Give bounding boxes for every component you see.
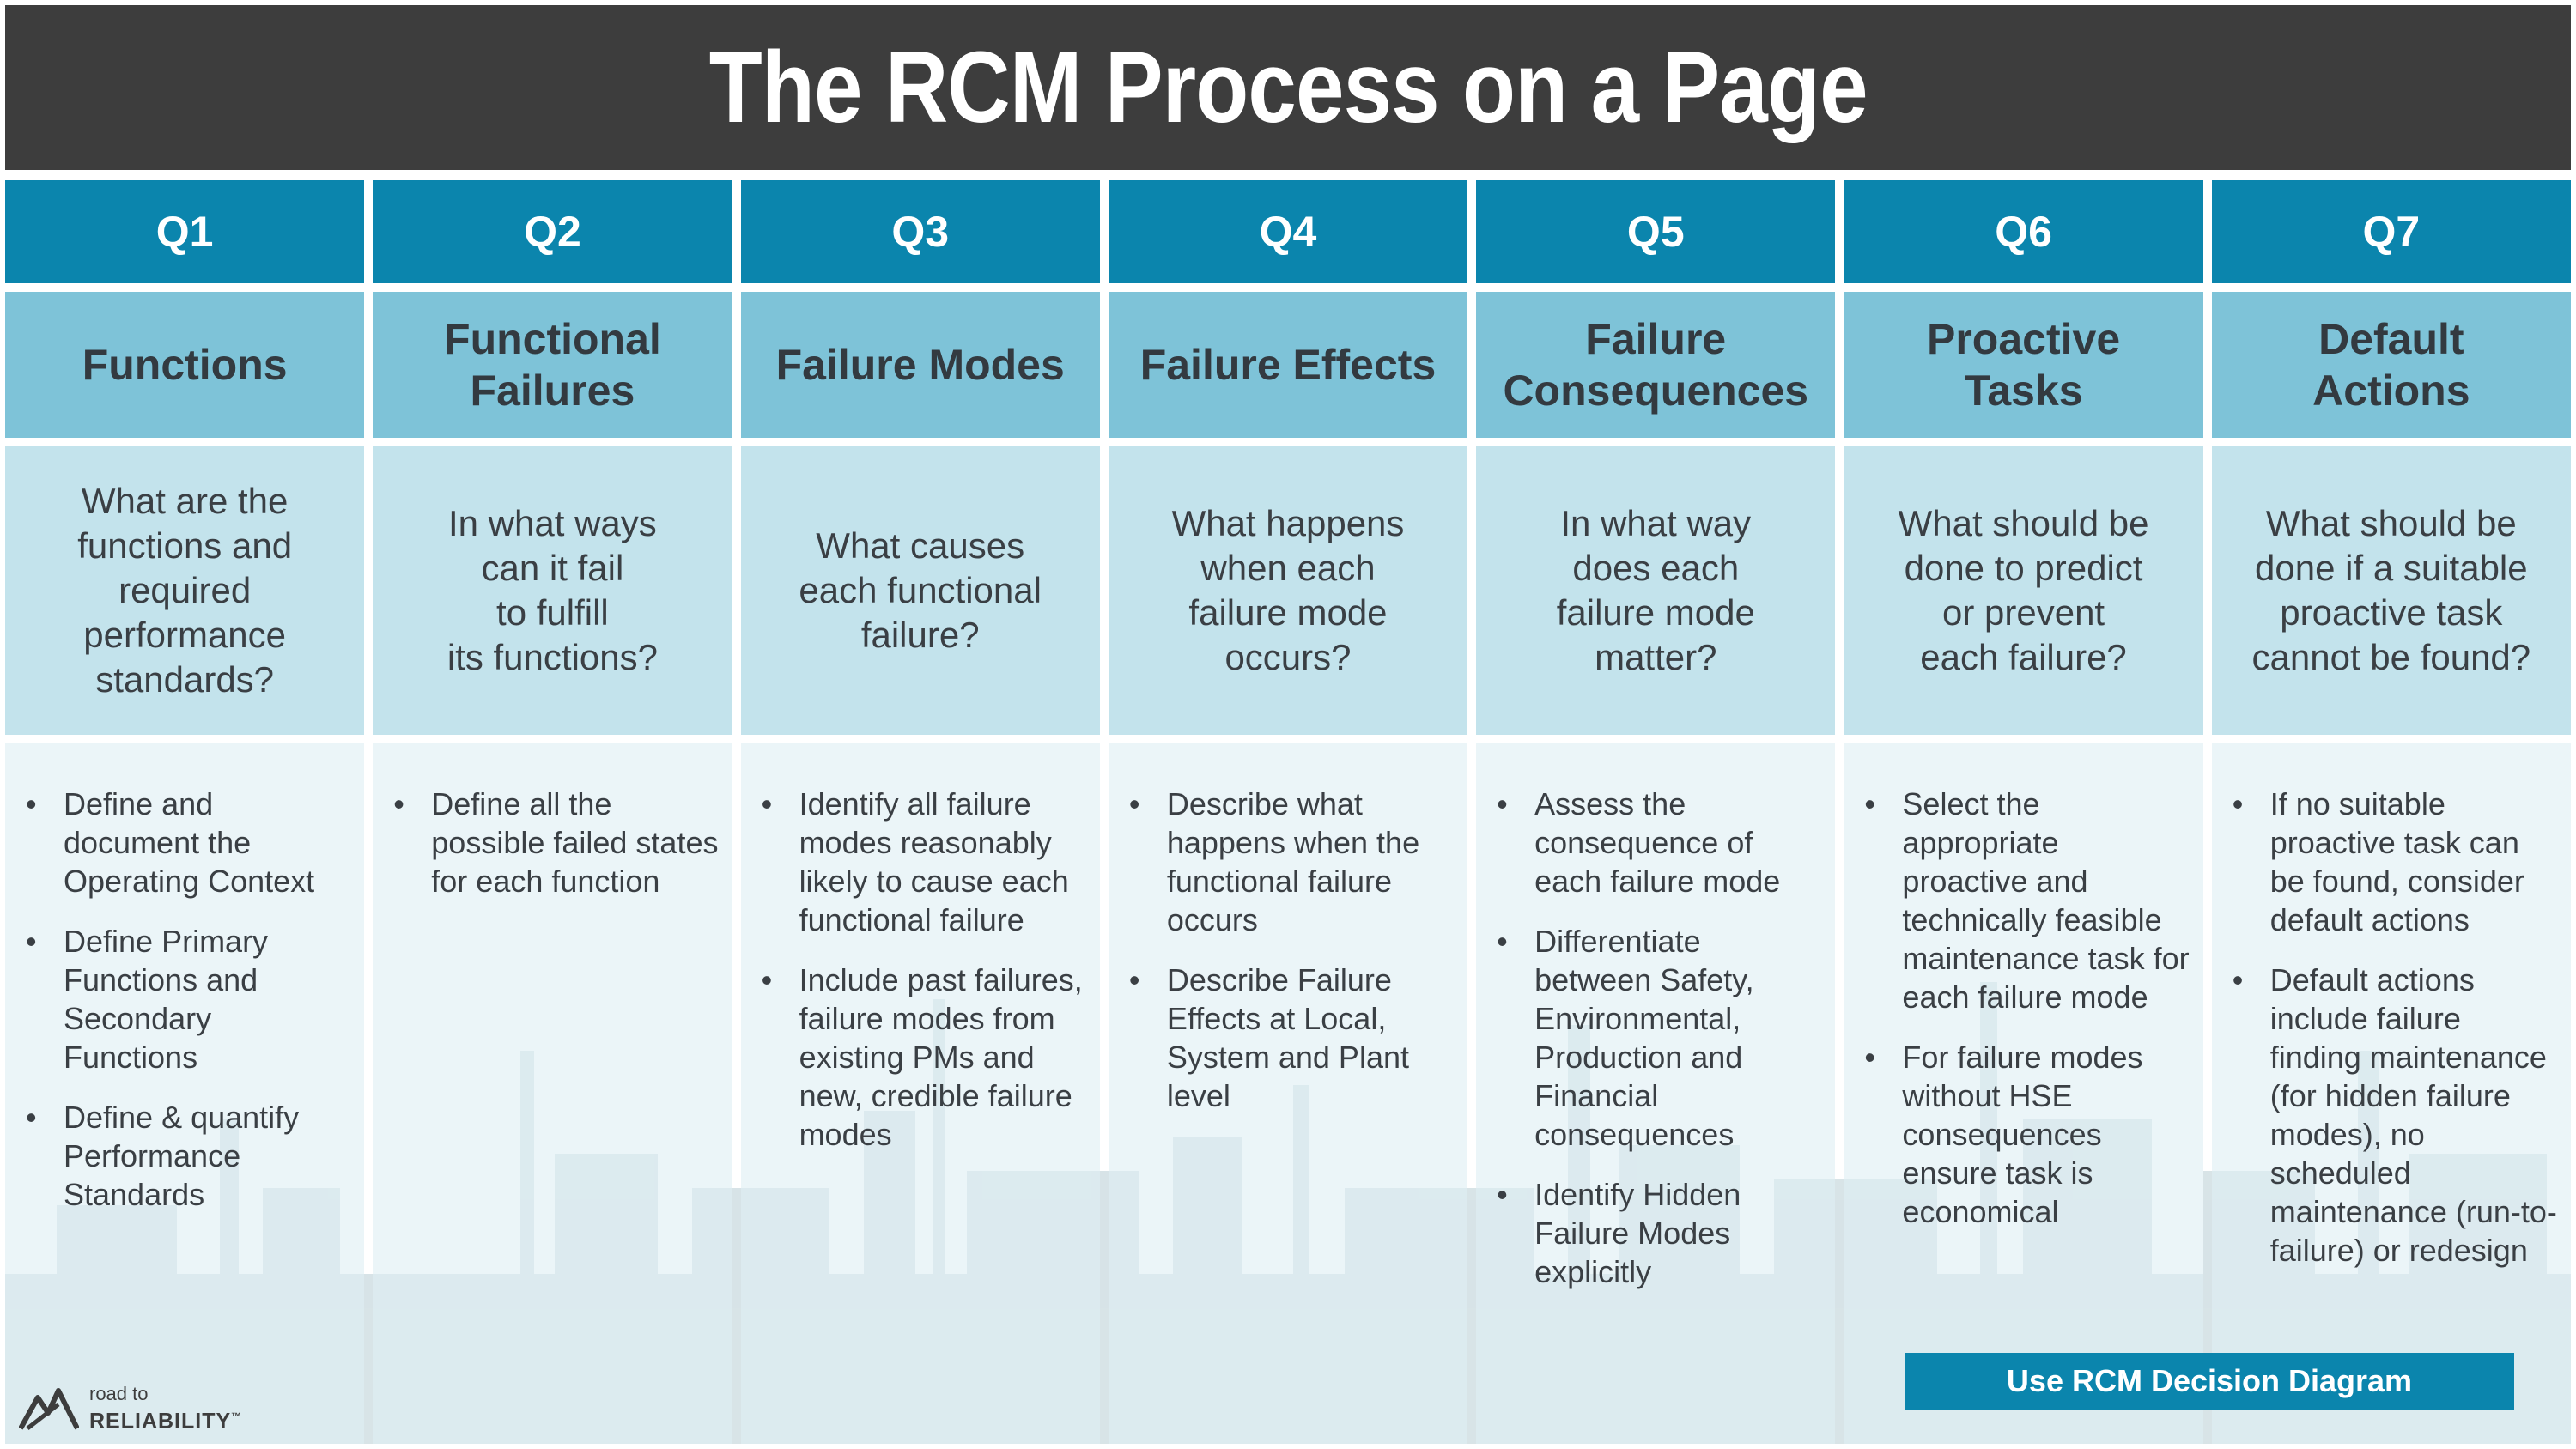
bullet-list: Select the appropriate proactive and tec…: [1857, 785, 2189, 1231]
bullet-list: If no suitable proactive task can be fou…: [2226, 785, 2557, 1270]
bullet-item: Define all the possible failed states fo…: [386, 785, 718, 900]
step-name-4: Failure Effects: [1108, 292, 1468, 438]
bullet-list: Identify all failure modes reasonably li…: [755, 785, 1086, 1154]
rcm-decision-diagram-button[interactable]: Use RCM Decision Diagram: [1905, 1353, 2514, 1410]
step-question-6: What should be done to predict or preven…: [1844, 446, 2203, 735]
step-bullets-1: Define and document the Operating Contex…: [5, 743, 365, 1444]
bullet-item: Describe Failure Effects at Local, Syste…: [1122, 961, 1454, 1115]
mountain-logo-icon: [19, 1388, 79, 1430]
step-name-1: Functions: [5, 292, 365, 438]
step-question-4: What happens when each failure mode occu…: [1108, 446, 1468, 735]
bullet-item: Assess the consequence of each failure m…: [1490, 785, 1821, 900]
bullet-list: Assess the consequence of each failure m…: [1490, 785, 1821, 1291]
q-header-5: Q5: [1476, 180, 1836, 283]
road-to-reliability-logo: road to RELIABILITY™: [19, 1382, 242, 1434]
step-question-2: In what ways can it fail to fulfill its …: [373, 446, 732, 735]
q-header-1: Q1: [5, 180, 365, 283]
step-bullets-7: If no suitable proactive task can be fou…: [2211, 743, 2571, 1444]
rcm-grid: Q1 Q2 Q3 Q4 Q5 Q6 Q7 Functions Functiona…: [5, 180, 2571, 1444]
q-header-7: Q7: [2211, 180, 2571, 283]
step-bullets-5: Assess the consequence of each failure m…: [1476, 743, 1836, 1444]
q-header-4: Q4: [1108, 180, 1468, 283]
step-question-7: What should be done if a suitable proact…: [2211, 446, 2571, 735]
bullet-item: For failure modes without HSE consequenc…: [1857, 1038, 2189, 1231]
step-bullets-6: Select the appropriate proactive and tec…: [1844, 743, 2203, 1444]
bullet-item: Describe what happens when the functiona…: [1122, 785, 1454, 939]
q-header-2: Q2: [373, 180, 732, 283]
logo-line-2: RELIABILITY: [89, 1409, 232, 1434]
q-header-6: Q6: [1844, 180, 2203, 283]
step-bullets-3: Identify all failure modes reasonably li…: [740, 743, 1100, 1444]
step-name-3: Failure Modes: [740, 292, 1100, 438]
bullet-item: Select the appropriate proactive and tec…: [1857, 785, 2189, 1016]
step-question-3: What causes each functional failure?: [740, 446, 1100, 735]
trademark-mark: ™: [231, 1410, 243, 1423]
bullet-item: Define Primary Functions and Secondary F…: [19, 922, 350, 1076]
bullet-item: Define and document the Operating Contex…: [19, 785, 350, 900]
bullet-item: Differentiate between Safety, Environmen…: [1490, 922, 1821, 1154]
step-name-2: Functional Failures: [373, 292, 732, 438]
bullet-item: Define & quantify Performance Standards: [19, 1098, 350, 1214]
bullet-list: Define and document the Operating Contex…: [19, 785, 350, 1214]
bullet-item: Include past failures, failure modes fro…: [755, 961, 1086, 1154]
step-question-1: What are the functions and required perf…: [5, 446, 365, 735]
step-bullets-4: Describe what happens when the functiona…: [1108, 743, 1468, 1444]
bullet-item: Identify Hidden Failure Modes explicitly: [1490, 1175, 1821, 1291]
bullet-item: If no suitable proactive task can be fou…: [2226, 785, 2557, 939]
logo-line-1: road to: [89, 1383, 149, 1405]
title-bar: The RCM Process on a Page: [5, 5, 2571, 170]
bullet-list: Describe what happens when the functiona…: [1122, 785, 1454, 1115]
step-name-6: Proactive Tasks: [1844, 292, 2203, 438]
step-question-5: In what way does each failure mode matte…: [1476, 446, 1836, 735]
page-title: The RCM Process on a Page: [708, 31, 1868, 144]
q-header-3: Q3: [740, 180, 1100, 283]
step-name-5: Failure Consequences: [1476, 292, 1836, 438]
bullet-item: Identify all failure modes reasonably li…: [755, 785, 1086, 939]
step-name-7: Default Actions: [2211, 292, 2571, 438]
bullet-list: Define all the possible failed states fo…: [386, 785, 718, 900]
step-bullets-2: Define all the possible failed states fo…: [373, 743, 732, 1444]
bullet-item: Default actions include failure finding …: [2226, 961, 2557, 1270]
